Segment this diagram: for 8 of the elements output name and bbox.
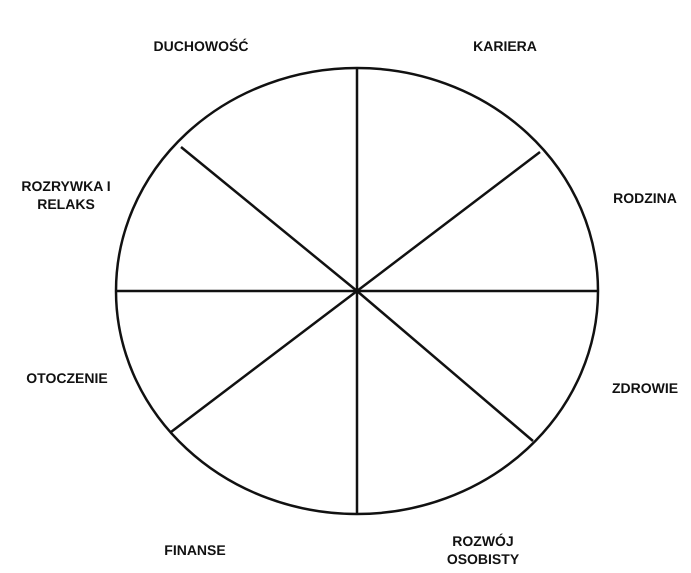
segment-label: OTOCZENIE: [26, 369, 108, 387]
segment-label: DUCHOWOŚĆ: [154, 37, 248, 55]
segment-label: ROZWÓJ OSOBISTY: [446, 532, 520, 568]
segment-label: ROZRYWKA I RELAKS: [20, 177, 112, 213]
segment-label: ZDROWIE: [612, 379, 678, 397]
segment-label: RODZINA: [613, 189, 677, 207]
segment-label: FINANSE: [164, 541, 226, 559]
segment-label: KARIERA: [473, 37, 537, 55]
